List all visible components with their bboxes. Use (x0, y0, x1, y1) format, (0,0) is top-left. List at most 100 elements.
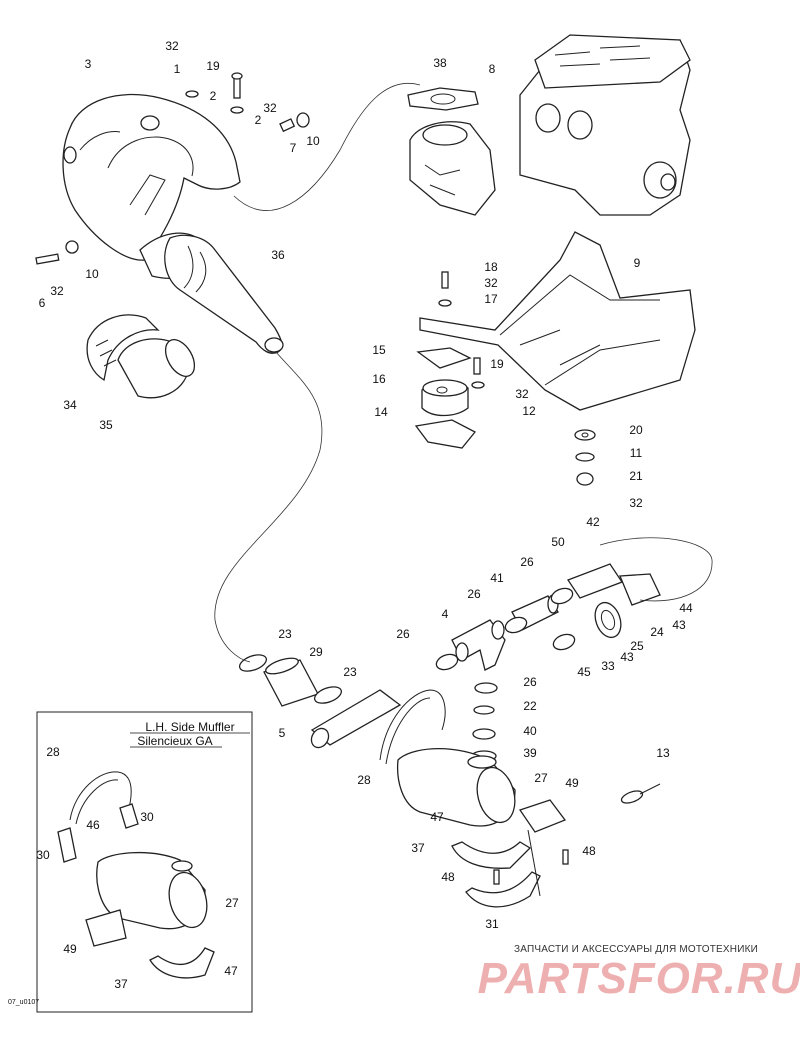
figure-code: 07_u0107 (8, 999, 39, 1006)
route-line (233, 83, 421, 211)
callout-32: 32 (629, 496, 643, 510)
bolts-part-18 (438, 271, 485, 389)
pipe-part-5 (310, 689, 402, 749)
strap-part-28 (379, 689, 446, 765)
callout-12: 12 (522, 404, 536, 418)
bolt-part-6 (35, 240, 79, 265)
callout-28: 28 (46, 745, 60, 759)
callout-32: 32 (263, 101, 277, 115)
callout-22: 22 (523, 699, 537, 713)
callout-10: 10 (85, 267, 99, 281)
callout-50: 50 (551, 535, 565, 549)
watermark-logo: PARTSFOR.RU (478, 954, 800, 1003)
plate-part-15 (416, 347, 472, 369)
callout-48: 48 (582, 844, 596, 858)
callout-2: 2 (210, 89, 217, 103)
muffler-part-27 (396, 747, 516, 827)
washer-part-2 (185, 90, 244, 114)
callout-48: 48 (441, 870, 455, 884)
callout-27: 27 (534, 771, 548, 785)
callout-43: 43 (672, 618, 686, 632)
callout-3: 3 (85, 57, 92, 71)
watermark-caption: ЗАПЧАСТИ И АКСЕССУАРЫ ДЛЯ МОТОТЕХНИКИ (514, 944, 758, 955)
watermark: ЗАПЧАСТИ И АКСЕССУАРЫ ДЛЯ МОТОТЕХНИКИ PA… (478, 944, 800, 1003)
callout-31: 31 (485, 917, 499, 931)
callout-49: 49 (63, 942, 77, 956)
callout-20: 20 (629, 423, 643, 437)
rubber-mount-part-16 (421, 379, 469, 417)
callout-23: 23 (278, 627, 292, 641)
washer-part-11 (575, 452, 595, 462)
callout-38: 38 (433, 56, 447, 70)
callout-8: 8 (489, 62, 496, 76)
callout-32: 32 (515, 387, 529, 401)
callout-27: 27 (225, 896, 239, 910)
callout-39: 39 (523, 746, 537, 760)
route-line-2 (214, 351, 323, 663)
inset-title-en: L.H. Side Muffler (145, 720, 234, 734)
callout-41: 41 (490, 571, 504, 585)
callout-15: 15 (372, 343, 386, 357)
callout-11: 11 (630, 446, 643, 460)
callout-24: 24 (650, 625, 664, 639)
callout-45: 45 (577, 665, 591, 679)
callout-49: 49 (565, 776, 579, 790)
callout-30: 30 (36, 848, 50, 862)
callout-19: 19 (206, 59, 220, 73)
washer-part-20 (574, 429, 596, 441)
hose-part-42 (567, 563, 661, 606)
bolt-part-19 (231, 72, 243, 99)
callout-23: 23 (343, 665, 357, 679)
clamps-part-23-26 (238, 587, 576, 704)
route-line-3 (599, 537, 713, 602)
callout-32: 32 (165, 39, 179, 53)
callout-6: 6 (39, 296, 46, 310)
callout-32: 32 (484, 276, 498, 290)
pipe-part-29 (263, 657, 319, 707)
callout-16: 16 (372, 372, 386, 386)
callout-2: 2 (255, 113, 262, 127)
tee-pipe-part-4 (451, 619, 506, 671)
callout-25: 25 (630, 639, 644, 653)
callout-7: 7 (290, 141, 297, 155)
plate-part-14 (414, 419, 477, 449)
engine-block-part-8 (519, 34, 691, 216)
callout-35: 35 (99, 418, 113, 432)
callout-37: 37 (114, 977, 128, 991)
bracket-part-49 (518, 799, 567, 833)
callout-43: 43 (620, 650, 634, 664)
callout-30: 30 (140, 810, 154, 824)
callout-29: 29 (309, 645, 323, 659)
callout-37: 37 (411, 841, 425, 855)
flange-part-25 (594, 601, 622, 639)
nut-part-21 (576, 472, 594, 486)
screws-part-48 (493, 849, 569, 885)
exhaust-pipe-part-36 (164, 234, 284, 354)
callout-1: 1 (174, 62, 181, 76)
callout-19: 19 (490, 357, 504, 371)
clip-part-13 (620, 783, 661, 804)
callout-40: 40 (523, 724, 537, 738)
callout-21: 21 (629, 469, 643, 483)
strap-part-31 (465, 829, 541, 908)
callout-26: 26 (520, 555, 534, 569)
gasket-part-38 (407, 87, 479, 111)
callout-5: 5 (279, 726, 286, 740)
callout-18: 18 (484, 260, 498, 274)
callout-28: 28 (357, 773, 371, 787)
sleeve-part-35 (117, 338, 196, 399)
callout-34: 34 (63, 398, 77, 412)
callout-36: 36 (271, 248, 285, 262)
callout-4: 4 (442, 607, 449, 621)
gaskets-part-22-40 (471, 705, 497, 762)
callout-26: 26 (396, 627, 410, 641)
callout-32: 32 (50, 284, 64, 298)
callout-44: 44 (679, 601, 693, 615)
callout-9: 9 (634, 256, 641, 270)
callout-42: 42 (586, 515, 600, 529)
callout-13: 13 (656, 746, 670, 760)
callout-10: 10 (306, 134, 320, 148)
exhaust-adaptor (409, 121, 496, 216)
